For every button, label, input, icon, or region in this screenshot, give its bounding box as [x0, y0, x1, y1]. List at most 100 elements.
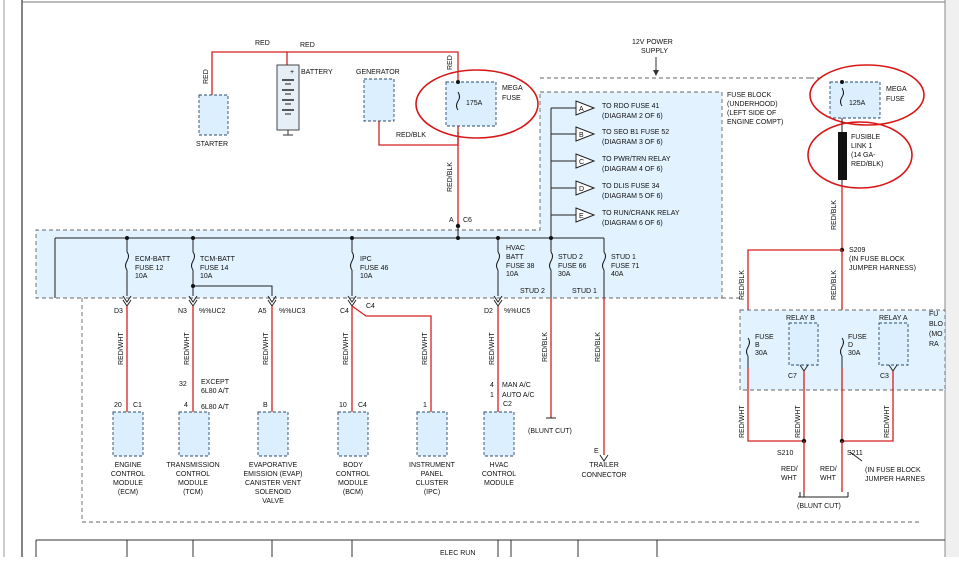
- ref-letter-c: C: [579, 159, 584, 166]
- s209-label: S209: [849, 247, 865, 254]
- fuse-ipc-l2: FUSE 46: [360, 265, 389, 272]
- bcm-name-3: (BCM): [343, 489, 363, 496]
- fuse-tcm-l3: 10A: [200, 273, 213, 280]
- fusible-l3: RED/BLK): [851, 161, 883, 168]
- pin-a5: A5: [258, 308, 267, 315]
- tcm-conn: 6L80 A/T: [201, 404, 230, 411]
- trailer-connector-icon: [599, 454, 609, 462]
- bcm-name-0: BODY: [343, 462, 363, 469]
- fuse-block-right-2: (MO: [929, 331, 943, 338]
- fuse-hvac-l4: 10A: [506, 271, 519, 278]
- s209-note1: (IN FUSE BLOCK: [849, 256, 905, 263]
- mega-fuse-175-l1: MEGA: [502, 85, 523, 92]
- ref-b-line2: (DIAGRAM 3 OF 6): [602, 139, 663, 146]
- wire-label-1: RED/WHT: [118, 332, 125, 365]
- ecm-name-3: (ECM): [118, 489, 138, 496]
- tcm-branch-node: [191, 284, 195, 288]
- connector-symbols: [122, 295, 503, 307]
- fuse-stud2-l2: FUSE 66: [558, 263, 587, 270]
- wire-label-2: RED/WHT: [184, 332, 191, 365]
- ecm-box: [112, 411, 144, 457]
- scrollbar[interactable]: [945, 0, 959, 557]
- ipc-pin: 1: [423, 402, 427, 409]
- ref-triangle-e-icon: [575, 207, 596, 223]
- fusible-l0: FUSIBLE: [851, 134, 881, 141]
- rw-l-0: RED/: [781, 466, 798, 473]
- ref-branches: [551, 107, 576, 216]
- battery-plus: +: [290, 69, 294, 76]
- ref-b-line1: TO SEO B1 FUSE 52: [602, 129, 669, 136]
- c6-conn: C6: [463, 217, 472, 224]
- hvac-name-0: HVAC: [490, 462, 509, 469]
- tcm-name-0: TRANSMISSION: [166, 462, 219, 469]
- relay-a-box: [878, 322, 909, 366]
- tcm-name-2: MODULE: [178, 480, 208, 487]
- pin-d2: D2: [484, 308, 493, 315]
- stud2-label: STUD 2: [520, 288, 545, 295]
- tcm-conn2: EXCEPT: [201, 379, 230, 386]
- s211-label: S211: [847, 450, 863, 457]
- pin-uc5: %%UC5: [504, 308, 531, 315]
- ref-c-line1: TO PWR/TRN RELAY: [602, 156, 671, 163]
- evap-box: [257, 411, 289, 457]
- label-red-blk-gen: RED/BLK: [396, 132, 426, 139]
- ref-triangles: [575, 100, 596, 223]
- fuse-ecm-l3: 10A: [135, 273, 148, 280]
- power-title-1: 12V POWER: [632, 39, 673, 46]
- evap-name-1: EMISSION (EVAP): [244, 471, 303, 478]
- wire-label-7: RED/BLK: [542, 332, 549, 362]
- ref-letter-b: B: [579, 132, 584, 139]
- wire-label-8: RED/BLK: [595, 332, 602, 362]
- starter-box: [198, 94, 229, 136]
- tcm-name-1: CONTROL: [176, 471, 210, 478]
- node: [456, 80, 460, 84]
- generator-box: [363, 78, 395, 122]
- blunt-cut-right-mark: [799, 492, 805, 497]
- ref-e-line1: TO RUN/CRANK RELAY: [602, 210, 680, 217]
- fuse-stud2-l3: 30A: [558, 271, 571, 278]
- wire-label-6: RED/WHT: [489, 332, 496, 365]
- s211-note1: (IN FUSE BLOCK: [865, 467, 921, 474]
- fuse-d-2: 30A: [848, 350, 861, 357]
- mega-fuse-175-box: [445, 81, 497, 127]
- mega-fuse-175-l2: FUSE: [502, 95, 521, 102]
- tcm-box: [178, 411, 210, 457]
- stud1-label: STUD 1: [572, 288, 597, 295]
- fuse-b-1: B: [755, 342, 760, 349]
- mega-fuse-125-l2: FUSE: [886, 96, 905, 103]
- evap-name-2: CANISTER VENT: [245, 480, 302, 487]
- tcm-pin: 4: [184, 402, 188, 409]
- rw-label-2: RED/WHT: [795, 405, 802, 438]
- bcm-name-2: MODULE: [338, 480, 368, 487]
- bus-nodes: [125, 236, 553, 240]
- lower-harness-outline: [81, 298, 922, 523]
- ref-triangle-a-icon: [575, 100, 596, 116]
- ref-triangle-b-icon: [575, 126, 596, 142]
- ref-letter-d: D: [579, 186, 584, 193]
- s211-leader: [849, 451, 863, 462]
- module-wires: [126, 298, 605, 455]
- wire-fuse-b-s210: [747, 368, 804, 442]
- hvac-pin2: 1: [490, 392, 494, 399]
- hvac-conn2: AUTO A/C: [502, 392, 535, 399]
- tcm-name-3: (TCM): [183, 489, 203, 496]
- ipc-name-3: (IPC): [424, 489, 440, 496]
- fuse-symbols: [125, 251, 606, 271]
- pin-n3: N3: [178, 308, 187, 315]
- bottom-strip-ticks: [126, 540, 658, 557]
- fusible-l1: LINK 1: [851, 143, 873, 150]
- bcm-pin: 10: [339, 402, 347, 409]
- evap-name-3: SOLENOID: [255, 489, 291, 496]
- pin-uc3: %%UC3: [279, 308, 306, 315]
- ref-letter-e: E: [579, 213, 584, 220]
- generator-label: GENERATOR: [356, 69, 400, 76]
- fuse-hvac-l1: HVAC: [506, 245, 525, 252]
- pin-c4a: C4: [340, 308, 349, 315]
- bcm-conn: C4: [358, 402, 367, 409]
- mega-fuse-125-box: [829, 81, 881, 119]
- fuse-d-0: FUSE: [848, 334, 867, 341]
- ref-c-line2: (DIAGRAM 4 OF 6): [602, 166, 663, 173]
- battery-label: BATTERY: [301, 69, 333, 76]
- trailer-pin: E: [594, 448, 599, 455]
